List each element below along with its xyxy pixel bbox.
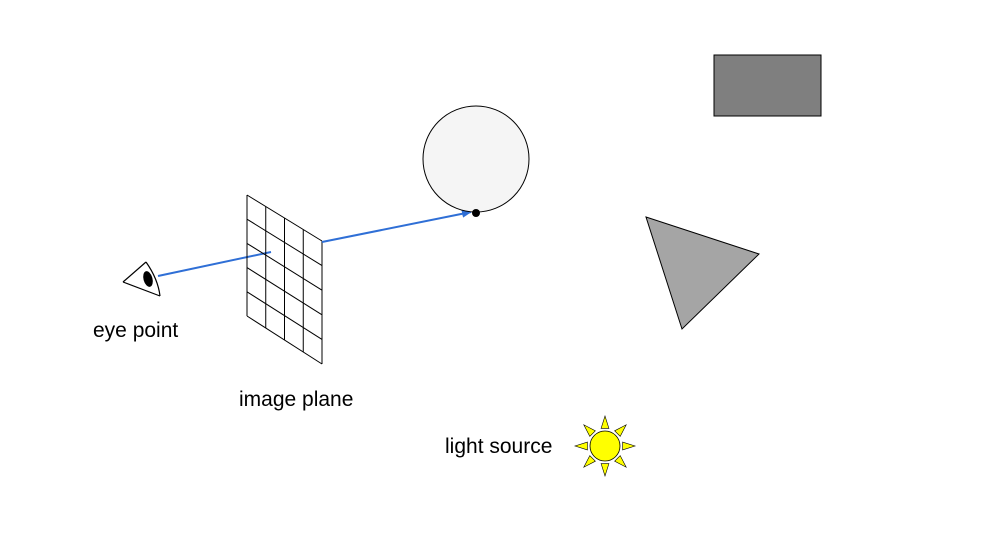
sun-ray bbox=[614, 455, 627, 468]
eye-icon bbox=[122, 261, 161, 297]
image-plane-grid bbox=[246, 194, 323, 365]
sun-ray bbox=[614, 424, 627, 437]
light-source-label: light source bbox=[445, 435, 553, 458]
sun-ray bbox=[600, 415, 610, 429]
sun-ray bbox=[574, 441, 588, 451]
sun-icon bbox=[574, 415, 636, 477]
triangle-object bbox=[645, 216, 760, 330]
rectangle-object bbox=[713, 54, 822, 117]
grid-horizontal-line bbox=[246, 218, 323, 267]
ray-eye-to-plane bbox=[157, 251, 272, 277]
grid-horizontal-line bbox=[246, 194, 323, 242]
sun-ray bbox=[622, 441, 636, 451]
sun-ray bbox=[583, 424, 596, 437]
ray-plane-to-sphere bbox=[321, 209, 472, 243]
sun-ray bbox=[600, 463, 610, 477]
grid-horizontal-line bbox=[246, 315, 323, 365]
sphere bbox=[422, 105, 530, 213]
eye-point-label: eye point bbox=[93, 319, 179, 342]
grid-horizontal-line bbox=[246, 291, 323, 340]
intersection-point bbox=[472, 209, 480, 217]
grid-horizontal-line bbox=[246, 267, 323, 316]
sun-ray bbox=[583, 455, 596, 468]
grid-horizontal-line bbox=[246, 242, 323, 291]
image-plane-label: image plane bbox=[239, 388, 354, 411]
